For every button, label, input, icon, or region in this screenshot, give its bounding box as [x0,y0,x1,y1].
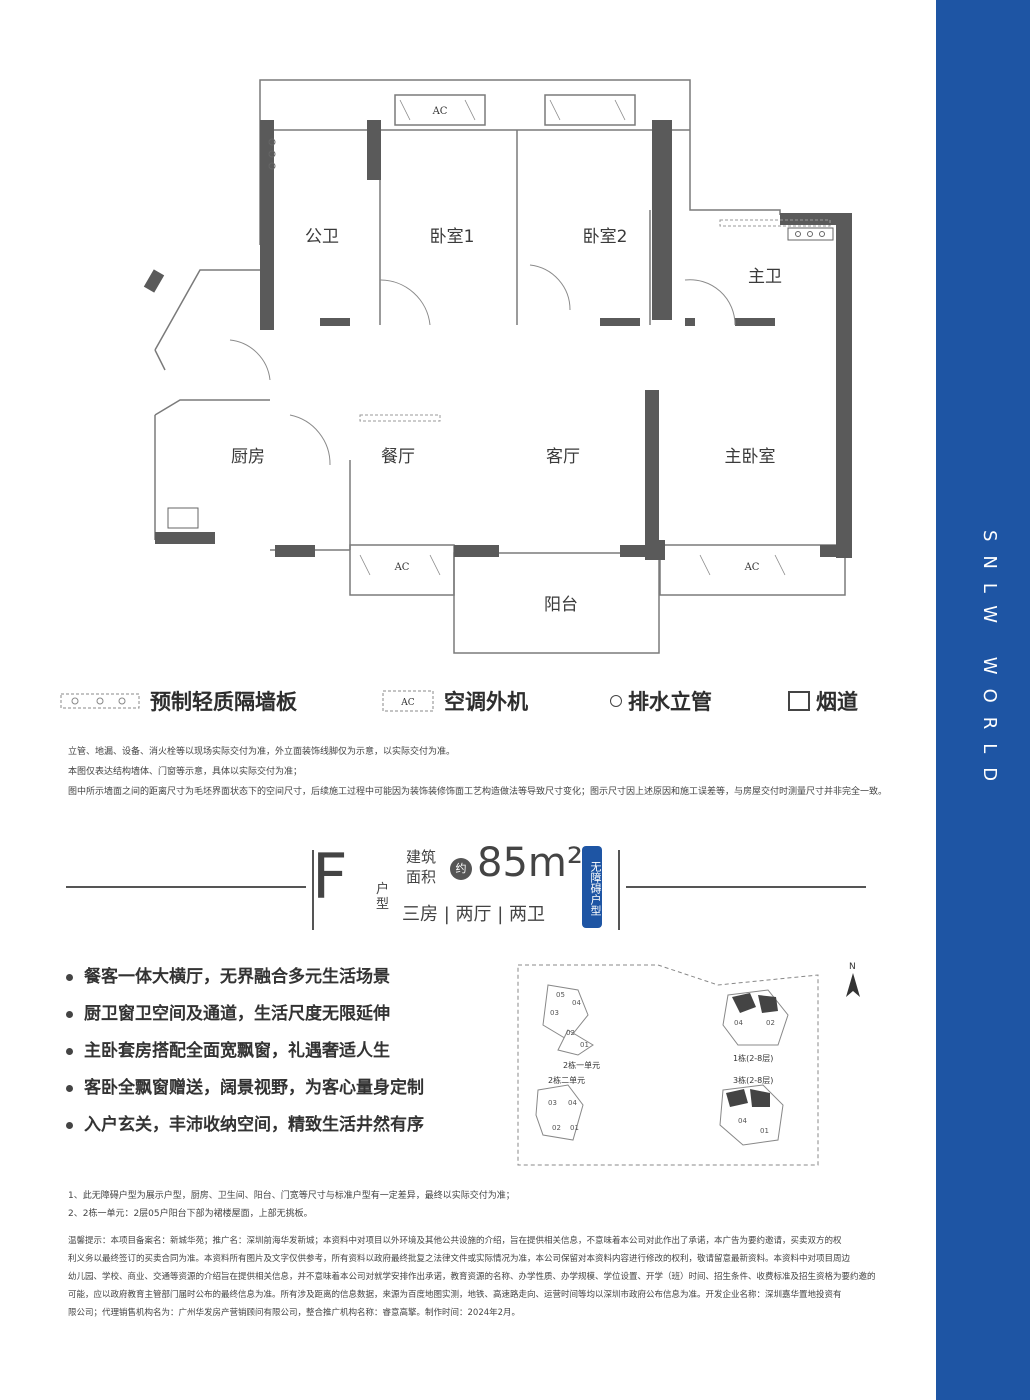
disclaimer-1: 温馨提示：本项目备案名：新城华苑；推广名：深圳前海华发新城；本资料中对项目以外环… [68,1236,842,1246]
title-rule-left [66,886,306,888]
ac-label-bottom-left: AC [394,562,410,573]
feature-item: 主卧套房搭配全面宽飘窗，礼遇奢适人生 [62,1038,502,1075]
brand-strip [936,0,1030,1400]
unit-type-label: 户型 [376,882,390,912]
legend: 预制轻质隔墙板 AC 空调外机 排水立管 烟道 [50,683,910,719]
ac-label-bottom-right: AC [744,562,760,573]
room-public-bath: 公卫 [305,227,339,247]
unit-number: 04 [738,1117,747,1125]
title-rule-right [626,886,866,888]
title-block: F 户型 建筑 面积 约 85m² 无障碍户型 三房 | 两厅 | 两卫 [66,840,866,940]
unit-number: 03 [550,1009,559,1017]
room-living: 客厅 [546,447,580,467]
footnote-2: 2、2栋一单元：2层05户阳台下部为裙楼屋面，上部无挑板。 [68,1209,313,1219]
note-2: 本图仅表达结构墙体、门窗等示意，具体以实际交付为准； [68,767,303,777]
room-bedroom1: 卧室1 [430,227,475,247]
unit-number: 01 [760,1127,769,1135]
area-label-2: 面积 [406,868,437,886]
area-value: 85m² [477,840,583,886]
bullet-icon [66,974,73,981]
site-label-3: 3栋(2-8层) [733,1075,773,1085]
unit-number: 01 [580,1041,589,1049]
footnote-1: 1、此无障碍户型为展示户型，厨房、卫生间、阳台、门宽等尺寸与标准户型有一定差异，… [68,1191,515,1201]
disclaimer-5: 限公司；代理销售机构名为：广州华发房产营销顾问有限公司，整合推广机构名称：睿意高… [68,1308,521,1318]
site-label-2-2: 2栋二单元 [548,1075,585,1085]
layout-text: 三房 | 两厅 | 两卫 [402,904,546,925]
bullet-icon [66,1011,73,1018]
drain-circle-icon [610,695,622,707]
room-bedroom2: 卧室2 [583,227,628,247]
disclaimer-3: 幼儿园、学校、商业、交通等资源的介绍旨在提供相关信息，并不意味着本公司对就学安排… [68,1272,876,1282]
room-kitchen: 厨房 [231,447,265,467]
floor-plan: 公卫 卧室1 卧室2 主卫 厨房 餐厅 客厅 主卧室 阳台 AC AC AC [143,79,852,654]
unit-number: 02 [766,1019,775,1027]
area-label-1: 建筑 [406,848,437,866]
feature-item: 餐客一体大横厅，无界融合多元生活场景 [62,964,502,1001]
unit-number: 03 [548,1099,557,1107]
unit-number: 04 [568,1099,577,1107]
room-balcony: 阳台 [544,595,578,615]
legend-partition: 预制轻质隔墙板 [60,683,297,719]
bullet-icon [66,1048,73,1055]
note-3: 图中所示墙面之间的距离尺寸为毛坯界面状态下的空间尺寸，后续施工过程中可能因为装饰… [68,787,888,797]
unit-number: 02 [566,1029,575,1037]
legend-drain: 排水立管 [610,683,712,719]
unit-number: 04 [734,1019,743,1027]
site-map: 05 04 03 02 01 03 04 02 01 04 02 04 01 2… [517,962,860,1166]
disclaimer-4: 可能，应以政府教育主管部门届时公布的最终信息为准。所有涉及距离的信息数据，来源为… [68,1290,842,1300]
unit-number: 04 [572,999,581,1007]
disclaimer-2: 利义务以最终签订的买卖合同为准。本资料所有图片及文字仅供参考，所有资料以政府最终… [68,1254,851,1264]
accessible-unit-badge: 无障碍户型 [582,846,602,928]
partition-swatch-icon [60,693,140,709]
room-dining: 餐厅 [381,447,415,467]
north-arrow-icon: N [846,962,860,997]
bullet-icon [66,1122,73,1129]
note-1: 立管、地漏、设备、消火栓等以现场实际交付为准，外立面装饰线脚仅为示意，以实际交付… [68,747,456,757]
unit-number: 01 [570,1124,579,1132]
feature-item: 厨卫窗卫空间及通道，生活尺度无限延伸 [62,1001,502,1038]
site-label-1: 1栋(2-8层) [733,1053,773,1063]
legend-ac: AC 空调外机 [382,683,528,719]
feature-item: 客卧全飘窗赠送，阔景视野，为客心量身定制 [62,1075,502,1112]
bullet-icon [66,1085,73,1092]
feature-list: 餐客一体大横厅，无界融合多元生活场景 厨卫窗卫空间及通道，生活尺度无限延伸 主卧… [62,964,502,1149]
room-master-bath: 主卫 [748,267,782,287]
feature-item: 入户玄关，丰沛收纳空间，精致生活井然有序 [62,1112,502,1149]
ac-unit-icon: AC [382,690,434,712]
flue-icon [788,691,810,711]
brand-strip-text: SNLW WORLD [979,530,1000,796]
room-master-bedroom: 主卧室 [725,447,776,467]
unit-number: 05 [556,991,565,999]
unit-letter: F [312,840,348,913]
unit-number: 02 [552,1124,561,1132]
ac-label-top: AC [432,106,448,117]
legend-flue: 烟道 [788,683,858,719]
svg-text:N: N [849,962,856,972]
area-approx-badge: 约 [450,858,472,880]
site-label-2-1: 2栋一单元 [563,1060,600,1070]
svg-text:AC: AC [400,698,414,708]
